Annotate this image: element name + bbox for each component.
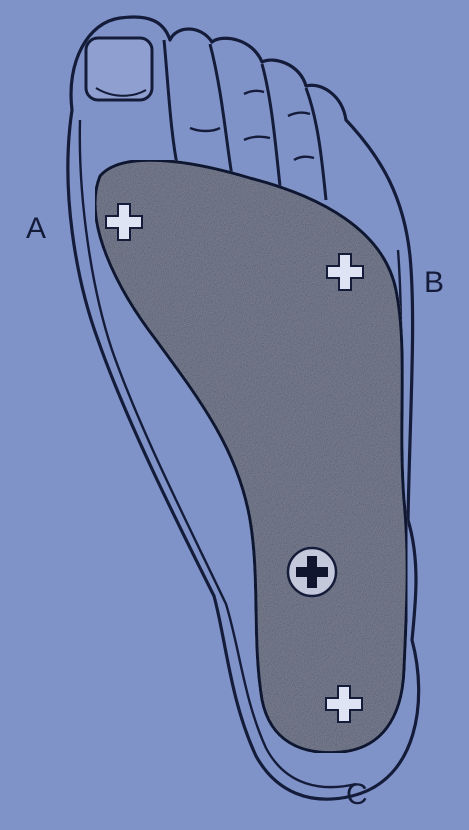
label-c: C [346, 780, 368, 810]
toe-crease-1 [190, 128, 220, 131]
big-toe-line [164, 40, 178, 170]
toe-crease-5 [294, 157, 314, 160]
label-a: A [26, 214, 46, 244]
big-toenail [86, 38, 152, 100]
third-toe-line [262, 64, 280, 186]
fourth-toe-line [306, 88, 326, 200]
second-toe-line [210, 44, 232, 176]
marker-midfoot [288, 548, 336, 596]
label-b: B [424, 268, 444, 298]
insole-shape [95, 160, 407, 752]
toe-crease-4 [288, 113, 310, 116]
toe-crease-3 [244, 137, 270, 140]
toe-crease-2 [244, 91, 264, 94]
